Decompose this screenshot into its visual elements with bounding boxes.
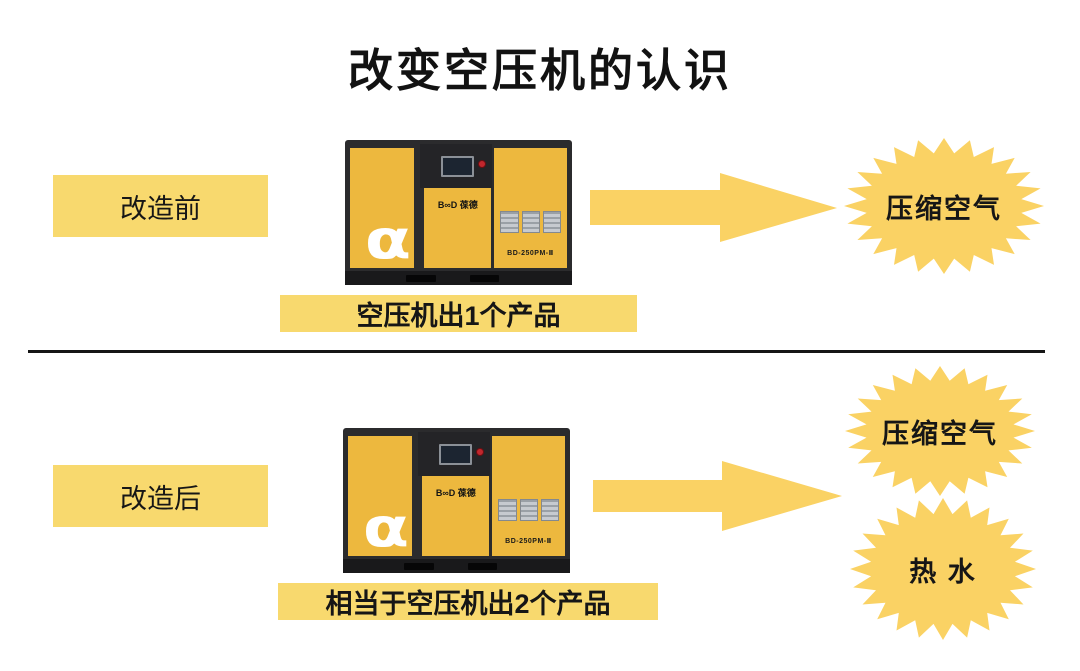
output-text: 压缩空气: [882, 418, 998, 449]
emergency-stop-button-icon: [477, 160, 486, 169]
compressor-right-panel: [494, 147, 567, 269]
compressor-door-panel: [424, 187, 492, 269]
page-title: 改变空压机的认识: [347, 46, 732, 96]
compressor-base: [345, 271, 572, 285]
before-label-text: 改造前: [120, 193, 201, 224]
after-label-text: 改造后: [120, 483, 201, 514]
compressor-left-panel: [349, 147, 414, 269]
before-caption: 空压机出1个产品: [280, 295, 637, 332]
output-text: 压缩空气: [886, 193, 1002, 224]
compressor-left-panel: [347, 435, 412, 557]
section-divider: [28, 350, 1045, 353]
before-label: 改造前: [53, 175, 268, 237]
arrow-right-icon: [593, 461, 842, 531]
display-screen: [441, 155, 474, 177]
output-text: 热 水: [909, 556, 977, 587]
after-caption: 相当于空压机出2个产品: [278, 583, 658, 620]
air-compressor-before: α B∞D 葆德 BD-250PM-Ⅱ: [345, 140, 572, 285]
brand-alpha-logo-icon: α: [362, 495, 410, 559]
compressor-base: [343, 559, 570, 573]
after-caption-text: 相当于空压机出2个产品: [325, 589, 611, 619]
before-caption-text: 空压机出1个产品: [356, 301, 561, 331]
after-label: 改造后: [53, 465, 268, 527]
air-compressor-after: α B∞D 葆德 BD-250PM-Ⅱ: [343, 428, 570, 573]
vent-grille-icon: [498, 499, 559, 521]
brand-logo-text: B∞D 葆德: [435, 488, 476, 498]
emergency-stop-button-icon: [475, 448, 484, 457]
compressor-door-panel: [422, 475, 490, 557]
model-number: BD-250PM-Ⅱ: [505, 537, 552, 545]
output-burst-hot-water: 热 水: [850, 498, 1036, 640]
arrow-right-icon: [590, 173, 837, 242]
display-screen: [439, 443, 472, 465]
output-burst-compressed-air: 压缩空气: [844, 138, 1044, 274]
model-number: BD-250PM-Ⅱ: [507, 249, 554, 257]
output-burst-compressed-air-2: 压缩空气: [845, 366, 1035, 496]
brand-logo-text: B∞D 葆德: [437, 200, 478, 210]
brand-alpha-logo-icon: α: [364, 207, 412, 271]
compressor-right-panel: [492, 435, 565, 557]
vent-grille-icon: [500, 211, 561, 233]
